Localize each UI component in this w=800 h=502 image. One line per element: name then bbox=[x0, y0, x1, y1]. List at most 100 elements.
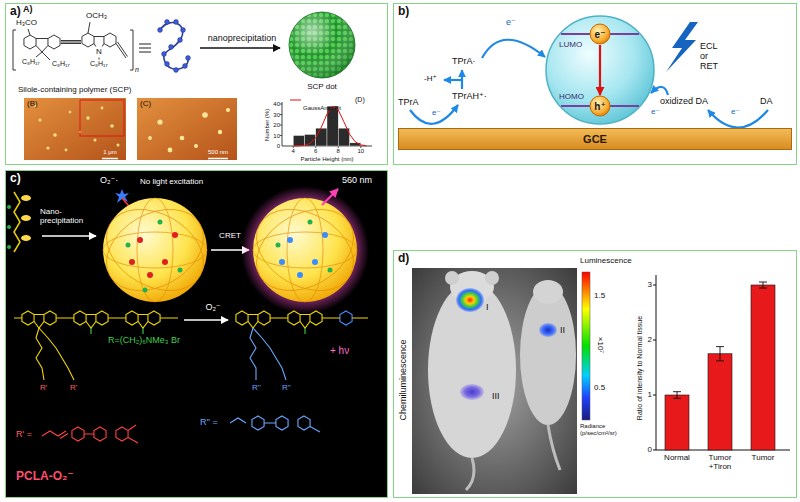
label-slot: (D) bbox=[355, 96, 365, 104]
label-slot: N bbox=[96, 48, 102, 57]
polymer-chain-icon bbox=[158, 20, 191, 73]
label-slot: (C) bbox=[140, 100, 151, 109]
polymer-chain-icon bbox=[7, 205, 11, 209]
label-slot: 8 bbox=[337, 148, 340, 155]
label-slot: Particle Height (nm) bbox=[300, 156, 353, 163]
figure-label: 20 bbox=[273, 122, 280, 129]
dye-structure bbox=[84, 425, 138, 443]
figure-label: 500 nm bbox=[208, 149, 228, 156]
figure-label: R'' bbox=[252, 384, 261, 393]
height-histogram bbox=[293, 136, 304, 147]
label-slot: R'' bbox=[282, 384, 291, 393]
height-histogram bbox=[293, 106, 366, 146]
afm-image bbox=[110, 124, 114, 128]
polymer-chain-icon bbox=[181, 28, 186, 33]
figure-label: e⁻ bbox=[506, 18, 516, 28]
figure-label: + hν bbox=[330, 345, 349, 356]
polymer-chain-icon bbox=[178, 38, 183, 43]
label-slot: TPrA· bbox=[452, 57, 476, 67]
figure-label: II bbox=[560, 326, 565, 336]
label-slot: 10 bbox=[273, 132, 280, 139]
afm-image bbox=[226, 108, 230, 112]
polymer-structure bbox=[14, 311, 178, 380]
label-slot: nanoprecipitation bbox=[208, 34, 277, 44]
figure-label: 10 bbox=[357, 148, 364, 155]
label-slot: CRET bbox=[219, 232, 241, 241]
figure-label: e⁻ bbox=[432, 109, 441, 118]
polymer-structure bbox=[74, 311, 86, 325]
figure-label: CRET bbox=[219, 232, 241, 241]
label-slot: ×10⁷ bbox=[596, 337, 605, 353]
label-slot: 0.5 bbox=[594, 384, 605, 393]
polymer-chain-icon bbox=[186, 56, 191, 61]
afm-image bbox=[137, 98, 237, 160]
legend-text: GaussAmp Fit bbox=[303, 105, 341, 112]
polymer-structure bbox=[116, 42, 127, 58]
charge-carrier: e⁻ bbox=[589, 23, 611, 45]
ecl-lightning bbox=[666, 22, 698, 72]
label-slot: e⁻ bbox=[731, 108, 740, 117]
figure-label: OCH₃ bbox=[86, 12, 107, 21]
dye-structure bbox=[72, 427, 84, 441]
label-slot: 30 bbox=[273, 111, 280, 118]
height-histogram bbox=[282, 102, 372, 146]
polymer-structure bbox=[24, 35, 36, 49]
transition-arrow bbox=[599, 45, 601, 95]
label-slot: OCH₃ bbox=[86, 12, 107, 21]
polymer-chain-icon bbox=[158, 28, 163, 33]
label-slot: II bbox=[560, 326, 565, 336]
label-slot: 40 bbox=[273, 101, 280, 108]
polymer-structure bbox=[250, 328, 256, 380]
carrier-label: h⁺ bbox=[594, 101, 605, 112]
nanoparticle bbox=[137, 237, 143, 243]
label-slot: C₈H₁₇ bbox=[22, 58, 40, 66]
figure-label: TPrA· bbox=[452, 57, 476, 67]
figure-label: nanoprecipitation bbox=[208, 34, 277, 44]
polymer-chain-icon bbox=[7, 225, 11, 229]
polymer-structure bbox=[61, 41, 81, 44]
figure-label: 30 bbox=[273, 111, 280, 118]
glowing-nanoparticle bbox=[287, 198, 323, 302]
afm-image bbox=[208, 158, 228, 160]
reaction-arrows bbox=[410, 105, 458, 124]
polymer-structure bbox=[126, 311, 138, 325]
mouse-photo bbox=[485, 271, 499, 285]
legend-entry: GaussAmp Fit bbox=[303, 96, 341, 114]
label-slot: R' bbox=[70, 384, 77, 393]
mouse-photo bbox=[466, 425, 560, 490]
polymer-structure bbox=[288, 311, 300, 325]
nanoparticle bbox=[129, 232, 178, 278]
polymer-structure bbox=[36, 39, 48, 53]
figure-label: N bbox=[96, 48, 102, 57]
glowing-nanoparticle bbox=[322, 232, 328, 238]
text-slot: LUMO bbox=[559, 41, 582, 50]
intensity-bar-chart bbox=[665, 285, 775, 450]
dye-structure bbox=[42, 431, 68, 439]
label-slot: 3 bbox=[648, 281, 652, 290]
polymer-structure bbox=[39, 328, 74, 380]
polymer-structure bbox=[148, 311, 160, 325]
nanoparticle bbox=[129, 259, 135, 265]
glowing-nanoparticle bbox=[276, 243, 281, 248]
ecl-lightning bbox=[666, 22, 698, 72]
glowing-nanoparticle bbox=[287, 237, 293, 243]
polymer-chain-icon bbox=[162, 52, 167, 57]
energy-level-label: HOMO bbox=[559, 93, 584, 102]
figure-label: 6 bbox=[314, 148, 317, 155]
intensity-bar-chart bbox=[665, 395, 689, 450]
figure-label: O₂⁻· bbox=[100, 176, 118, 186]
afm-image bbox=[102, 158, 118, 160]
nanoparticle bbox=[92, 193, 218, 307]
figure-label: Normal bbox=[664, 454, 690, 463]
polymer-structure bbox=[253, 328, 286, 380]
label-slot: 10 bbox=[357, 148, 364, 155]
figure-label: SCP dot bbox=[307, 83, 337, 92]
label-slot: Luminescence bbox=[580, 257, 632, 266]
polymer-structure bbox=[236, 311, 248, 325]
text-slot: b) bbox=[398, 5, 409, 18]
polymer-chain-icon bbox=[165, 62, 170, 67]
height-histogram bbox=[280, 100, 372, 148]
glowing-nanoparticle bbox=[242, 193, 368, 307]
dye-structure bbox=[42, 425, 138, 443]
